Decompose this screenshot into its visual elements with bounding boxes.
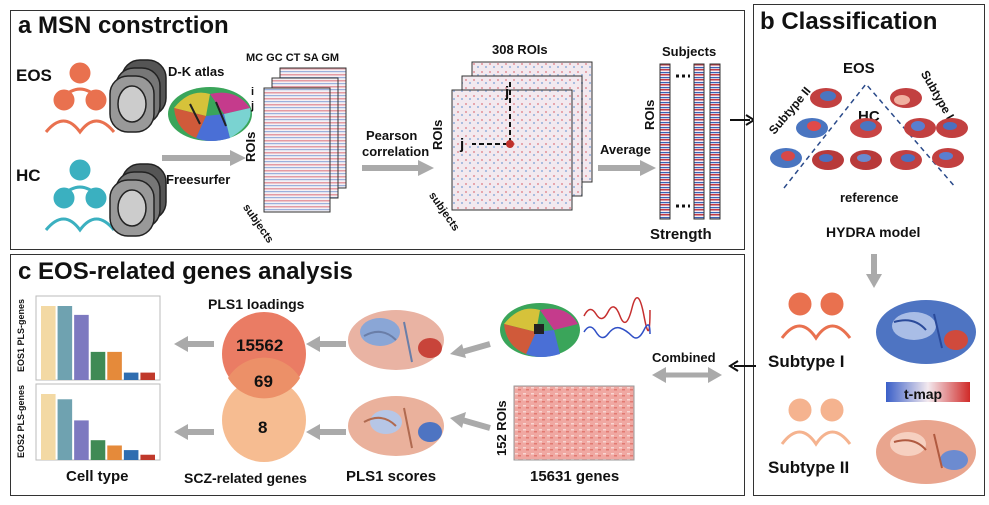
- features-header: MC GC CT SA GM: [246, 52, 340, 64]
- tmap-label: t-map: [904, 386, 943, 402]
- bar-0: [41, 306, 56, 380]
- eos2-pls-ylabel: EOS2 PLS-genes: [16, 384, 26, 458]
- average-label: Average: [600, 142, 651, 157]
- pls1-scores-brain: [348, 396, 444, 456]
- subjects-cap-label: Subjects: [662, 44, 717, 59]
- pls1-loadings-brain: [348, 310, 444, 370]
- arrow-to-brain-1: [450, 341, 491, 358]
- matrix-j-label: j: [251, 100, 255, 112]
- b-subtype2-result-label: Subtype II: [768, 458, 850, 477]
- eos1-pls-ylabel: EOS1 PLS-genes: [16, 298, 26, 372]
- feature-matrix-stack: [263, 67, 347, 213]
- corr-j-label: j: [505, 84, 510, 101]
- panel-b-title: b Classification: [760, 8, 938, 35]
- signal-traces: [583, 297, 651, 339]
- matrix-i-label: i: [251, 86, 255, 98]
- b-hydra-label: HYDRA model: [826, 224, 921, 240]
- rois-label-2: ROIs: [430, 119, 445, 150]
- eos-people-icon: [44, 62, 116, 135]
- arrow-to-brain-2: [450, 412, 491, 431]
- tmap-colorbar: [886, 382, 970, 402]
- combined-double-arrow: [652, 367, 722, 383]
- scz-genes-label: SCZ-related genes: [184, 470, 307, 486]
- celltype-label: Cell type: [66, 468, 129, 485]
- corr-i-label: j: [460, 136, 465, 153]
- hc-label: HC: [16, 166, 41, 185]
- arrow-to-bars-2: [174, 424, 214, 440]
- subtype2-people-icon: [780, 398, 852, 447]
- panel-a-title: a MSN constrction: [18, 12, 229, 39]
- bar-3: [90, 351, 106, 380]
- eos1-bar-chart: [35, 295, 161, 381]
- hydra-brains-diagram: [770, 82, 968, 189]
- dk-atlas-brain-icon: [168, 87, 252, 141]
- mri-slices-hc-icon: [109, 163, 167, 237]
- roi152-label: 152 ROIs: [494, 400, 509, 456]
- arrow-hydra-down: [866, 254, 882, 288]
- combined-label: Combined: [652, 350, 716, 365]
- bar-6: [140, 372, 155, 380]
- subtype1-tmap-brain: [876, 300, 976, 364]
- arrow-to-venn-2: [306, 424, 346, 440]
- arrow-to-bars-1: [174, 336, 214, 352]
- arrow-average: [598, 160, 656, 176]
- rois-label-3: ROIs: [642, 99, 657, 130]
- dk-atlas-label: D-K atlas: [168, 64, 225, 79]
- roi308-label: 308 ROIs: [492, 42, 548, 57]
- bar-2: [74, 420, 89, 460]
- b-reference-label: reference: [840, 190, 899, 205]
- eos-label: EOS: [16, 66, 52, 85]
- bar-4: [107, 351, 122, 380]
- pearson-label: Pearson: [366, 128, 418, 143]
- pls1-scores-label: PLS1 scores: [346, 468, 437, 485]
- freesurfer-label: Freesurfer: [166, 172, 231, 187]
- hc-people-icon: [44, 159, 116, 233]
- venn-8: 8: [258, 418, 268, 437]
- correlation-label: correlation: [362, 144, 430, 159]
- subtype2-tmap-brain: [876, 420, 976, 484]
- panel-c-title: c EOS-related genes analysis: [18, 258, 353, 285]
- eos2-bar-chart: [35, 383, 161, 461]
- bar-5: [123, 450, 139, 460]
- arrow-freesurfer: [162, 150, 246, 166]
- mri-slices-eos-icon: [109, 59, 167, 133]
- correlation-matrix-stack: [451, 61, 593, 211]
- strength-label: Strength: [650, 226, 712, 243]
- arrow-pearson: [362, 160, 434, 176]
- bar-1: [57, 306, 73, 380]
- bar-2: [74, 314, 89, 380]
- strength-vectors: [659, 63, 721, 220]
- bar-3: [90, 440, 106, 460]
- arrow-to-venn-1: [306, 336, 346, 352]
- subtype1-people-icon: [780, 292, 852, 341]
- arrow-b-to-c: [728, 360, 756, 372]
- venn-15562: 15562: [236, 336, 284, 355]
- bar-0: [41, 394, 56, 460]
- b-subtype1-result-label: Subtype I: [768, 352, 845, 371]
- genes-label: 15631 genes: [530, 468, 620, 485]
- bar-4: [107, 445, 122, 460]
- gene-expression-matrix: [513, 385, 635, 461]
- bar-1: [57, 399, 73, 460]
- bar-5: [123, 372, 139, 380]
- b-eos-label: EOS: [843, 60, 875, 77]
- venn-diagram: [222, 312, 306, 462]
- venn-69: 69: [254, 372, 273, 391]
- atlas-brain-c: [500, 303, 580, 357]
- rois-label-1: ROIs: [243, 131, 258, 162]
- bar-6: [140, 454, 155, 460]
- pls1-loadings-label: PLS1 loadings: [208, 296, 305, 312]
